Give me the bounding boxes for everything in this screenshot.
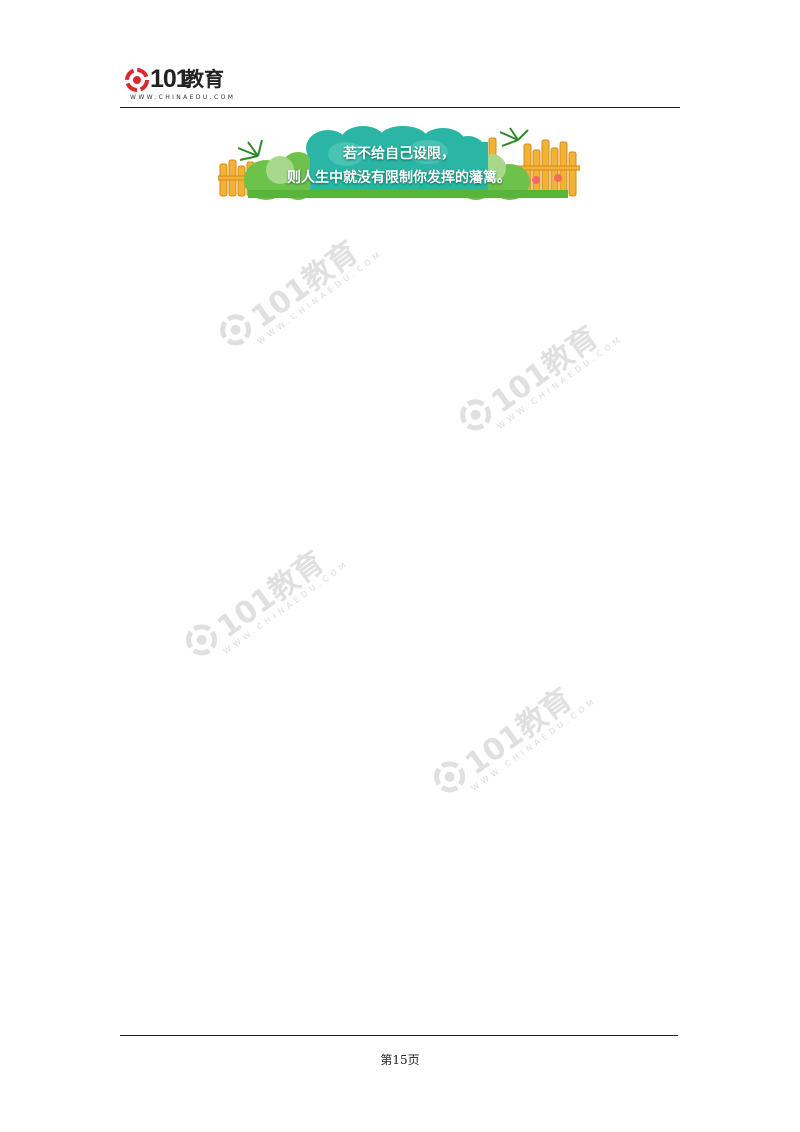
- watermark: 101教育 WWW.CHINAEDU.COM: [206, 212, 393, 374]
- motto-banner: 若不给自己设限， 则人生中就没有限制你发挥的藩篱。: [218, 126, 580, 200]
- page-number: 第15页: [380, 1053, 420, 1067]
- watermark-logo-icon: [460, 399, 492, 431]
- watermark-logo-icon: [220, 314, 252, 346]
- watermark: 101教育 WWW.CHINAEDU.COM: [172, 522, 359, 684]
- logo-digits: 101: [150, 65, 190, 93]
- logo-url: WWW.CHINAEDU.COM: [130, 94, 236, 101]
- watermark-logo-icon: [186, 624, 218, 656]
- watermark: 101教育 WWW.CHINAEDU.COM: [446, 297, 633, 459]
- banner-garden-illustration: [218, 126, 580, 200]
- watermark-logo-icon: [434, 761, 466, 793]
- logo-ring-icon: [125, 68, 149, 92]
- footer-divider: [120, 1035, 678, 1036]
- banner-line-2: 则人生中就没有限制你发挥的藩篱。: [287, 170, 511, 186]
- logo-brand-name: 教育: [184, 67, 224, 91]
- watermark: 101教育 WWW.CHINAEDU.COM: [420, 659, 607, 821]
- brand-logo: 101 教育 WWW.CHINAEDU.COM: [124, 64, 234, 104]
- header-divider: [120, 107, 680, 108]
- banner-line-1: 若不给自己设限，: [343, 146, 455, 162]
